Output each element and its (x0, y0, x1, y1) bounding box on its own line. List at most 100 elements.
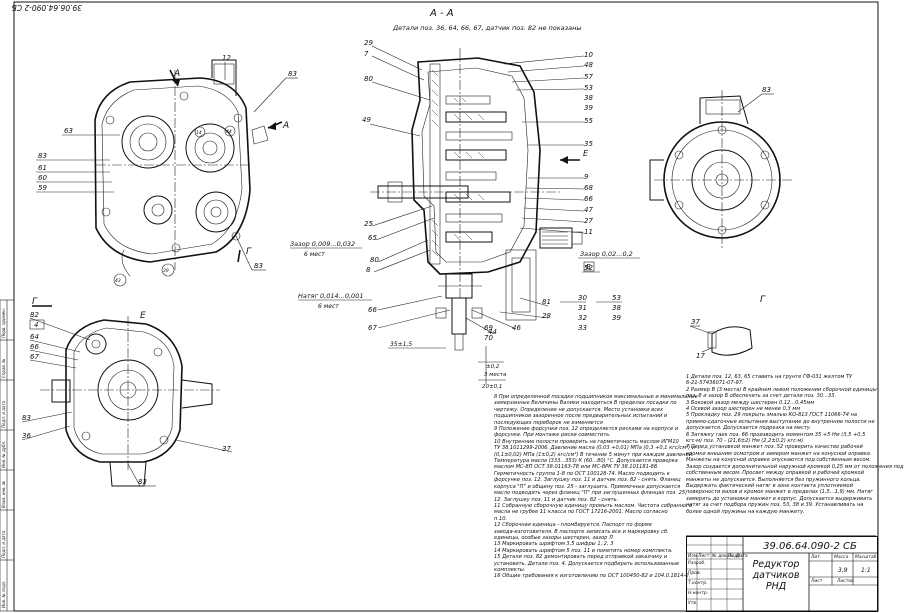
callout: 30 (578, 294, 587, 302)
drawing-name-line-1: Редуктор (752, 559, 800, 570)
view-e-title: Е (140, 311, 146, 321)
title-block-grid (687, 537, 877, 611)
callout: 39 (612, 314, 621, 322)
section-title: А - А (429, 8, 454, 19)
col-mass: Масса (834, 555, 849, 560)
callout: 39 (584, 104, 593, 112)
callout: 28 (542, 312, 551, 320)
dim-35: 35±1,5 (390, 341, 412, 348)
callout: 82 (30, 311, 39, 319)
callout: 47 (584, 206, 593, 214)
title-block: 39.06.64.090-2 СБ Редуктор датчиков РНД … (686, 536, 878, 612)
callout: 31 (578, 304, 587, 312)
callout: 43 (115, 278, 121, 284)
callout: 57 (584, 73, 593, 81)
callout: 4 (34, 321, 38, 329)
callout: 83 (762, 86, 771, 94)
drawing-canvas: Перв. примен. Справ. № Подп. и дата Инв.… (0, 1, 879, 612)
callout: 44 (488, 328, 497, 336)
callout: 9 (584, 173, 589, 181)
strip-label-5: Взам. инв. № (1, 481, 6, 508)
col-lit: Лит. (811, 555, 822, 560)
callout: 44 (226, 129, 232, 135)
callout: 55 (584, 117, 593, 125)
interference-dimension: Натяг 0,014...0,001 (298, 292, 363, 300)
section-arrows-a: А А Г (169, 69, 289, 263)
view-a-label-top: А (173, 69, 180, 79)
strip-label-1: Перв. примен. (1, 308, 6, 338)
callout: 66 (368, 306, 377, 314)
gap-dimension-2: Зазор 0,02...0,2 (580, 250, 633, 258)
callout: 63 (64, 127, 73, 135)
callout: 65 (368, 234, 377, 242)
callout: 12 (222, 54, 231, 62)
callout: 83 (288, 70, 297, 78)
callout: 35 (584, 140, 593, 148)
callouts-section-right: 10 48 57 53 38 39 55 35 9 68 66 47 27 11… (465, 51, 622, 342)
callout: 53 (612, 294, 621, 302)
scale-value: 1:1 (861, 567, 871, 574)
view-g-detail: Г 37 17 (689, 295, 766, 360)
callout: 38 (612, 304, 621, 312)
callout: 59 (38, 184, 47, 192)
strip-label-2: Справ. № (1, 359, 6, 378)
dim-20: 20±0,1 (482, 384, 502, 390)
strip-label-7: Инв. № подл. (1, 580, 6, 608)
callout: 68 (584, 184, 593, 192)
row-label-sign: Подп. (728, 554, 742, 559)
callout: 8 (366, 266, 371, 274)
callout: 60 (38, 174, 47, 182)
callout: 39 (163, 268, 169, 274)
view-g-label: Г (32, 297, 38, 307)
callout: 37 (222, 445, 231, 453)
callout: 17 (696, 352, 705, 360)
dim-note: 3 места (484, 372, 507, 378)
drawing-name-line-2: датчиков РНД (752, 570, 800, 592)
role-developer: Разраб. (688, 561, 706, 566)
front-view (94, 59, 269, 277)
dim-side: ±0,2 (486, 364, 500, 370)
strip-label-6: Подп. и дата (1, 530, 6, 558)
callout: 81 (542, 298, 551, 306)
callouts-front-view: 12 83 63 83 61 60 59 83 14 44 43 39 (36, 54, 298, 287)
callouts-view-e: Г 82 4 64 66 67 83 36 37 83 (21, 297, 233, 487)
callout: 64 (30, 333, 39, 341)
drawing-name: Редуктор датчиков РНД (745, 559, 807, 592)
callout: 83 (254, 262, 263, 270)
mass-value: 3,9 (838, 567, 848, 574)
role-tech-control: Т.контр. (688, 581, 708, 586)
callout: 69 (484, 324, 493, 332)
callout: 61 (38, 164, 47, 172)
col-scale: Масштаб (855, 555, 877, 560)
callout: 38 (584, 94, 593, 102)
callout: 53 (584, 84, 593, 92)
gap-dimension-1: Зазор 0,009...0,032 (290, 240, 355, 248)
view-e-arrow-label: Е (583, 149, 589, 158)
section-note: Детали поз. 36, 64, 66, 67, датчик поз. … (392, 24, 581, 32)
strip-label-3: Подп. и дата (1, 400, 6, 428)
callout: 32 (578, 314, 587, 322)
callout: 67 (368, 324, 377, 332)
callout: 37 (691, 318, 700, 326)
row-label-list: Лист (698, 554, 710, 559)
section-dimensions: Зазор 0,009...0,032 6 мест Натяг 0,014..… (290, 240, 640, 390)
strip-label-4: Инв. № дубл. (1, 441, 6, 468)
view-g-label-small: Г (246, 247, 252, 257)
callout: 36 (22, 432, 31, 440)
callout: 7 (364, 50, 369, 58)
callout: 29 (364, 39, 373, 47)
view-b-label: Б (586, 263, 591, 271)
role-norm-control: Н.контр. (688, 591, 709, 596)
side-strip: Перв. примен. Справ. № Подп. и дата Инв.… (0, 299, 15, 612)
callout: 48 (584, 61, 593, 69)
right-view: 83 (649, 86, 792, 250)
callout: 49 (362, 116, 371, 124)
sheets-label: Листов (837, 579, 854, 584)
callout: 11 (584, 228, 593, 236)
section-a-a: А - А Детали поз. 36, 64, 66, 67, датчик… (370, 8, 589, 351)
row-label-date: Дата (736, 554, 748, 559)
callout: 66 (30, 343, 39, 351)
callout: 14 (196, 130, 202, 136)
drawing-designation: 39.06.64.090-2 СБ (763, 541, 857, 552)
callout: 27 (584, 217, 593, 225)
